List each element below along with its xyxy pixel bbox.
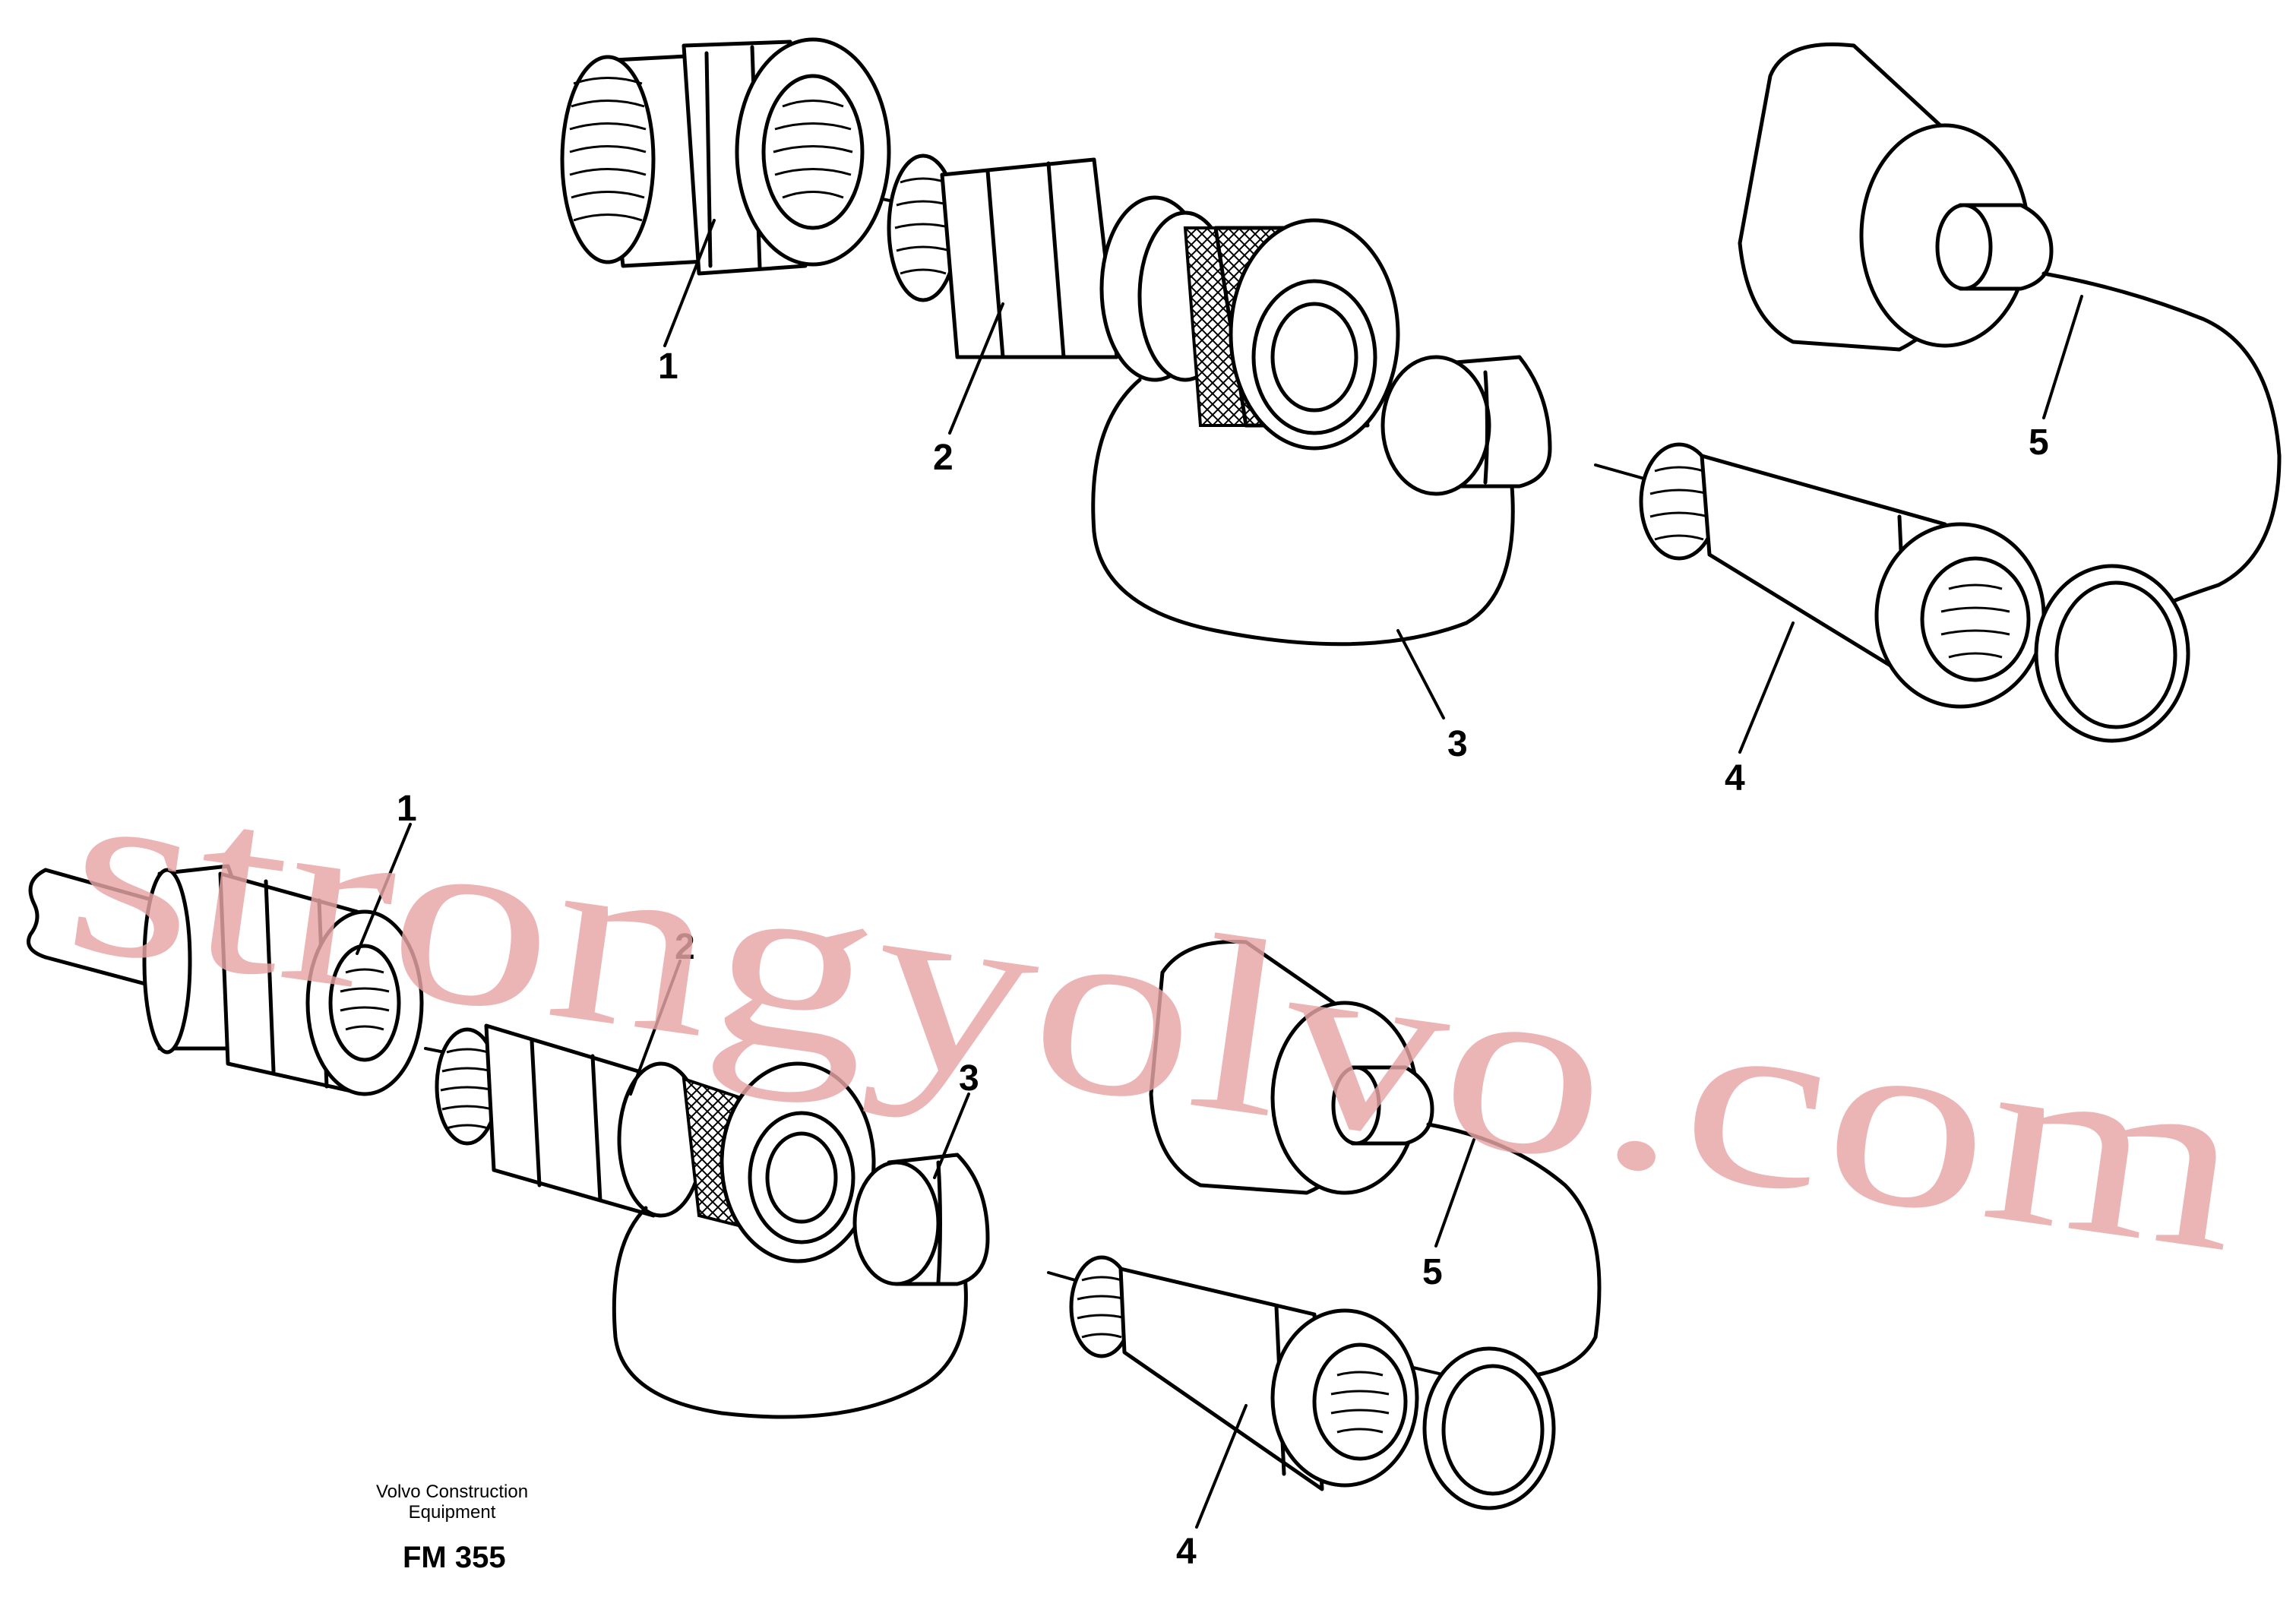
lower-callout-2: 2	[675, 927, 695, 967]
lower-assembly: 1 2 3 4 5	[27, 789, 1602, 1572]
lower-part-4-nipple	[1069, 1255, 1419, 1491]
lower-callout-3: 3	[959, 1058, 979, 1099]
upper-part-4-nipple	[1639, 442, 2046, 709]
footer-block: Volvo Construction Equipment FM 355	[376, 1482, 528, 1574]
upper-leader-3	[1396, 629, 1445, 719]
upper-assembly: 1 2 3 4 5	[560, 37, 2282, 798]
upper-part-1-adapter	[560, 37, 891, 276]
lower-leader-5	[1434, 1138, 1475, 1248]
upper-callout-3: 3	[1447, 724, 1468, 764]
publisher-line-1: Volvo Construction	[376, 1482, 528, 1502]
upper-callout-5: 5	[2029, 422, 2049, 463]
upper-part-5-cap	[1738, 42, 2282, 743]
upper-leader-2	[948, 302, 1004, 435]
upper-leader-1	[663, 219, 716, 347]
upper-callout-2: 2	[933, 438, 954, 478]
figure-code: FM 355	[403, 1541, 506, 1574]
lower-leader-1	[356, 823, 412, 955]
lower-part-2-coupling	[435, 1023, 876, 1263]
upper-part-2-coupling	[887, 153, 1400, 451]
upper-callout-4: 4	[1725, 758, 1745, 798]
publisher-line-2: Equipment	[409, 1502, 496, 1523]
upper-leader-4	[1738, 621, 1795, 754]
upper-part-3-dust-cap	[1091, 355, 1552, 647]
lower-leader-4	[1195, 1404, 1248, 1529]
lower-leader-3	[933, 1093, 970, 1179]
lower-part-3-dust-cap	[612, 1153, 990, 1419]
lower-part-5-cap	[1149, 940, 1602, 1510]
lower-callout-1: 1	[397, 789, 417, 829]
lower-callout-4: 4	[1176, 1532, 1197, 1572]
lower-callout-5: 5	[1422, 1252, 1443, 1292]
lower-leader-2	[629, 960, 682, 1096]
lower-part-1-hose-fitting	[27, 864, 424, 1096]
upper-callout-1: 1	[658, 346, 678, 387]
watermark-text: strongyolvo.com	[53, 726, 2259, 1304]
upper-leader-5	[2042, 295, 2083, 419]
